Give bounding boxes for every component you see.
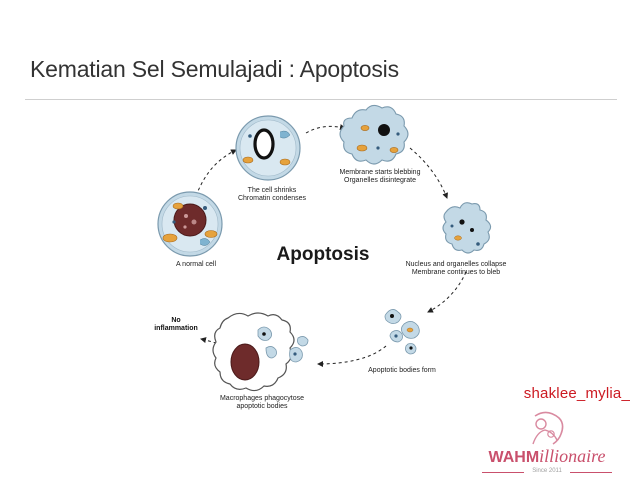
label-apoptotic-bodies: Apoptotic bodies form <box>368 367 436 374</box>
center-label: Apoptosis <box>277 244 370 265</box>
label-line: Nucleus and organelles collapse <box>406 261 507 268</box>
brand-name-bold: WAHM <box>488 449 540 466</box>
label-line: apoptotic bodies <box>237 403 288 410</box>
label-line: A normal cell <box>176 261 217 268</box>
label-line: Macrophages phagocytose <box>220 395 304 402</box>
brand-rule-left <box>482 472 524 473</box>
label-line: The cell shrinks <box>248 187 297 194</box>
brand-name-script: illionaire <box>539 446 606 466</box>
brand-rule-right <box>570 472 612 473</box>
label-line: Membrane starts blebbing <box>340 169 421 176</box>
arrow-collapse-to-bodies <box>427 271 467 313</box>
arrow-bodies-to-macrophage <box>317 345 387 367</box>
mother-child-icon <box>532 411 564 445</box>
normal-cell <box>157 191 223 257</box>
blebbing-cell <box>339 104 409 165</box>
label-line: Chromatin condenses <box>238 195 307 202</box>
macrophage <box>212 312 309 392</box>
label-line: No <box>171 317 180 324</box>
brand-since: Since 2011 <box>532 468 562 474</box>
slide-title: Kematian Sel Semulajadi : Apoptosis <box>30 56 399 82</box>
label-line: Organelles disintegrate <box>344 177 416 184</box>
brand-logo: WAHMillionaire Since 2011 <box>462 410 632 482</box>
label-line: Apoptotic bodies form <box>368 367 436 374</box>
shrinking-cell <box>235 115 301 181</box>
label-line: Membrane continues to bleb <box>412 269 500 276</box>
arrow-normal-to-shrink <box>195 149 237 197</box>
watermark-handle: shaklee_mylia_ <box>523 385 630 402</box>
title-divider <box>25 99 617 100</box>
label-line: inflammation <box>154 325 198 332</box>
collapsing-cell <box>442 202 492 254</box>
arrow-bleb-to-collapse <box>409 147 448 199</box>
brand-name: WAHMillionaire <box>462 446 632 467</box>
arrow-shrink-to-bleb <box>305 124 346 134</box>
apoptotic-bodies <box>384 309 420 355</box>
label-normal-cell: A normal cell <box>176 261 217 268</box>
